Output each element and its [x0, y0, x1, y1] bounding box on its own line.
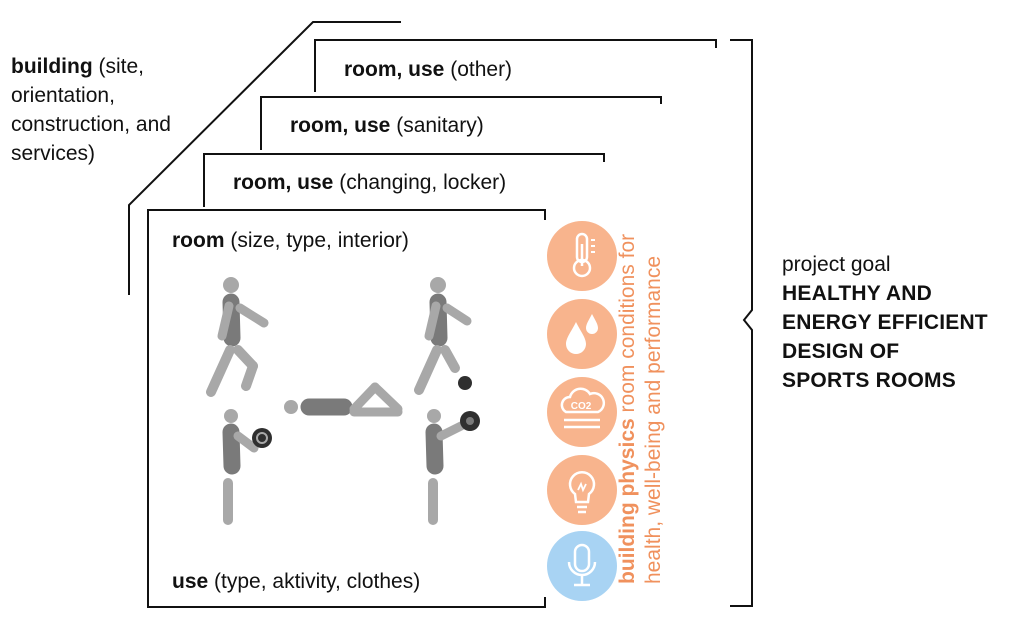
building-label: building (site, orientation, constructio…: [11, 52, 181, 168]
lying-figure: [284, 382, 403, 417]
project-goal-title-line: DESIGN OF: [782, 340, 900, 363]
light-bulb-icon: [547, 455, 617, 525]
co2-text: CO2: [571, 401, 592, 412]
room-label: room (size, type, interior): [172, 226, 409, 255]
water-drops-icon: [547, 299, 617, 369]
room-label-bold: room: [172, 229, 225, 252]
use-label-detail: (type, aktivity, clothes): [214, 570, 421, 593]
project-goal: project goal HEALTHY AND ENERGY EFFICIEN…: [782, 250, 988, 395]
layer-frame-sanitary: [260, 96, 662, 150]
layer-label-changing-detail: (changing, locker): [339, 171, 507, 194]
building-outline: [128, 21, 401, 295]
microphone-icon: [547, 531, 617, 601]
project-goal-title-line: SPORTS ROOMS: [782, 369, 956, 392]
layer-label-other: room, use (other): [344, 55, 512, 84]
room-frame: [147, 209, 546, 608]
building-label-bold: building: [11, 55, 93, 78]
layer-label-sanitary: room, use (sanitary): [290, 111, 484, 140]
runner-figure-left: [206, 277, 269, 397]
layer-frame-changing: [203, 153, 605, 207]
project-goal-title-line: ENERGY EFFICIENT: [782, 311, 988, 334]
layer-label-sanitary-detail: (sanitary): [396, 114, 484, 137]
project-goal-title-line: HEALTHY AND: [782, 282, 932, 305]
room-label-detail: (size, type, interior): [230, 229, 409, 252]
goal-brace: [730, 39, 753, 607]
project-goal-intro: project goal: [782, 253, 891, 276]
ball-figure-right: [425, 409, 480, 525]
layer-label-changing-bold: room, use: [233, 171, 334, 194]
layer-label-other-bold: room, use: [344, 58, 445, 81]
co2-cloud-icon: CO2: [547, 377, 617, 447]
building-label-detail: (site, orientation, construction, and se…: [11, 55, 171, 165]
runner-figure-right: [414, 277, 472, 395]
building-physics-bold: building physics: [616, 418, 639, 584]
building-physics-caption: building physics room conditions for hea…: [615, 204, 667, 584]
thermometer-icon: [547, 221, 617, 291]
layer-label-other-detail: (other): [450, 58, 513, 81]
layer-frame-other: [314, 39, 717, 92]
layer-label-changing: room, use (changing, locker): [233, 168, 506, 197]
use-label-bold: use: [172, 570, 209, 593]
layer-label-sanitary-bold: room, use: [290, 114, 391, 137]
use-label: use (type, aktivity, clothes): [172, 567, 420, 596]
ball-figure-left: [222, 409, 272, 525]
